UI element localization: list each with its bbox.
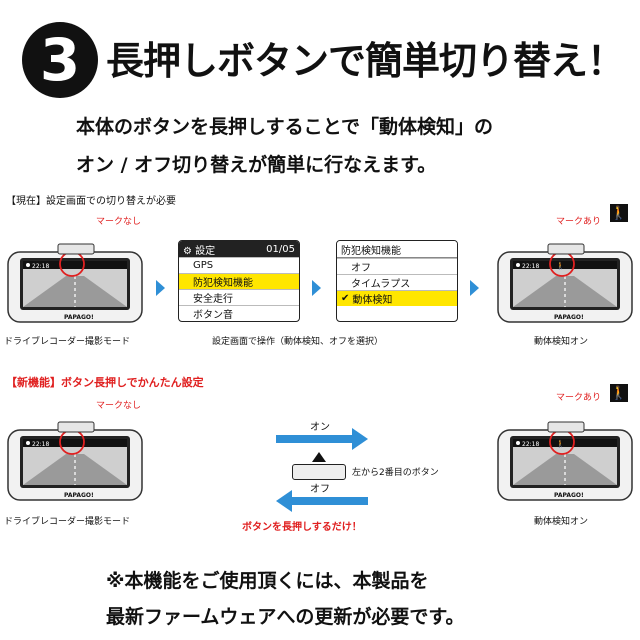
menu-item-timelapse[interactable]: タイムラプス [337, 274, 457, 290]
menu-item-button-sound[interactable]: ボタン音 [179, 305, 299, 321]
gear-icon: ⚙ 設定 [183, 245, 216, 257]
settings-menu-screen: ⚙ 設定 01/05 GPS 防犯検知機能 安全走行 ボタン音 [178, 240, 300, 322]
svg-text:22:18: 22:18 [522, 263, 539, 270]
caption-motion-on: 動体検知オン [534, 337, 589, 347]
camera-button-illustration [292, 464, 346, 480]
footer-note-line-1: ※本機能をご使用頂くには、本製品を [106, 570, 429, 592]
mark-none-label: マークなし [96, 217, 142, 227]
security-menu-title: 防犯検知機能 [341, 245, 401, 257]
off-arrow [276, 490, 368, 512]
caption-recording-mode-2: ドライブレコーダー撮影モード [4, 517, 131, 527]
new-feature-text: ボタン長押しでかんたん設定 [61, 376, 204, 389]
current-section-label: 【現在】設定画面での切り替えが必要 [6, 196, 176, 207]
svg-text:PAPAGO!: PAPAGO! [64, 492, 94, 499]
settings-menu-header: ⚙ 設定 01/05 [179, 241, 299, 257]
svg-text:22:18: 22:18 [32, 263, 49, 270]
intro-line-2: オン / オフ切り替えが簡単に行なえます。 [76, 154, 437, 176]
on-arrow [276, 428, 368, 450]
flow-arrow [156, 280, 165, 296]
svg-text:PAPAGO!: PAPAGO! [554, 492, 584, 499]
svg-text:22:18: 22:18 [522, 441, 539, 448]
security-menu-header: 防犯検知機能 [337, 241, 457, 258]
menu-item-security-detection[interactable]: 防犯検知機能 [179, 273, 299, 289]
settings-menu-page: 01/05 [266, 243, 295, 255]
arrow-on-label: オン [310, 422, 330, 433]
caption-recording-mode: ドライブレコーダー撮影モード [4, 337, 131, 347]
svg-text:22:18: 22:18 [32, 441, 49, 448]
menu-item-safe-driving[interactable]: 安全走行 [179, 289, 299, 305]
settings-menu-title: 設定 [195, 245, 216, 257]
play-triangle-icon [312, 452, 326, 462]
svg-text:🚶: 🚶 [556, 261, 565, 270]
svg-text:🚶: 🚶 [556, 439, 565, 448]
new-feature-prefix: 【新機能】 [6, 376, 61, 389]
menu-item-gps[interactable]: GPS [179, 257, 299, 273]
intro-line-1: 本体のボタンを長押しすることで「動体検知」の [76, 116, 494, 138]
walking-person-icon: 🚶 [610, 204, 628, 222]
step-number-badge: 3 [22, 22, 98, 98]
svg-text:PAPAGO!: PAPAGO! [554, 314, 584, 321]
flow-arrow [470, 280, 479, 296]
svg-text:PAPAGO!: PAPAGO! [64, 314, 94, 321]
menu-item-off[interactable]: オフ [337, 258, 457, 274]
footer-note-line-2: 最新ファームウェアへの更新が必要です。 [106, 606, 465, 628]
menu-item-motion-detection-label: 動体検知 [352, 295, 393, 306]
headline: 長押しボタンで簡単切り替え！ [106, 39, 625, 83]
mark-none-label-2: マークなし [96, 401, 142, 411]
flow-arrow [312, 280, 321, 296]
mark-on-label: マークあり [556, 217, 602, 227]
check-icon: ✔ [341, 293, 350, 304]
arrow-off-label: オフ [310, 484, 330, 495]
caption-settings-operation: 設定画面で操作（動体検知、オフを選択） [212, 337, 384, 347]
long-press-note: ボタンを長押しするだけ！ [242, 522, 362, 533]
menu-item-motion-detection[interactable]: ✔ 動体検知 [337, 290, 457, 306]
new-feature-label: 【新機能】ボタン長押しでかんたん設定 [6, 374, 204, 390]
security-detection-menu-screen: 防犯検知機能 オフ タイムラプス ✔ 動体検知 [336, 240, 458, 322]
caption-motion-on-2: 動体検知オン [534, 517, 589, 527]
button-note: 左から2番目のボタン [352, 468, 439, 478]
walking-person-icon: 🚶 [610, 384, 628, 402]
mark-on-label-2: マークあり [556, 393, 602, 403]
